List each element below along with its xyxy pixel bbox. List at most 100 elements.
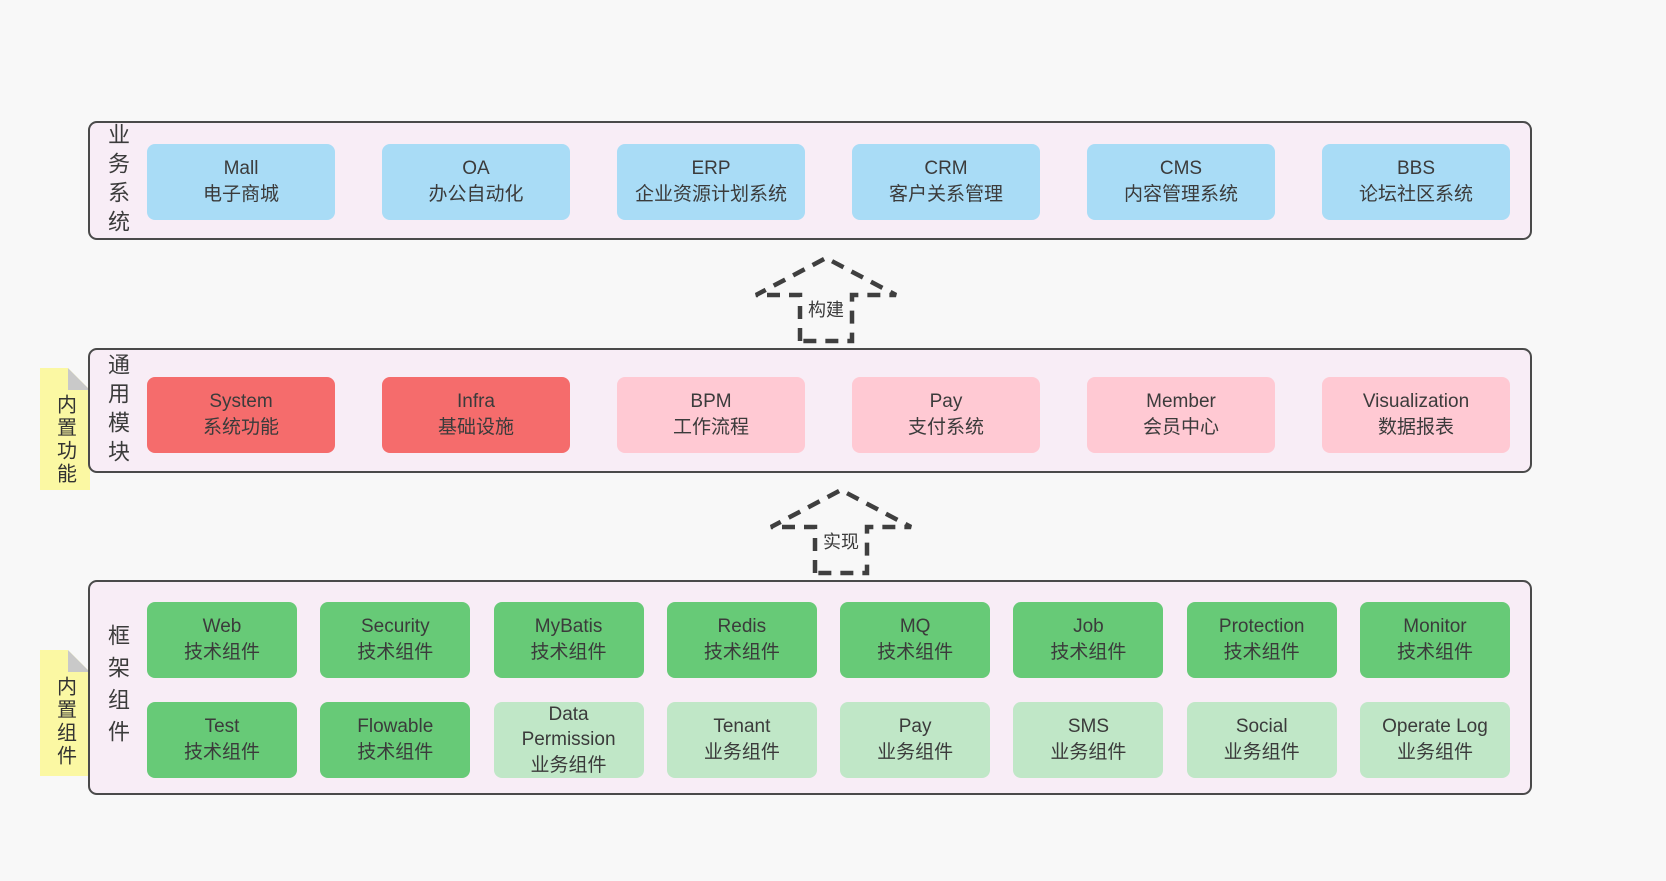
arrow-build: 构建 xyxy=(753,255,899,345)
card-data-permission: Data Permission 业务组件 xyxy=(493,702,644,778)
card-subtitle: 业务组件 xyxy=(877,742,954,763)
card-subtitle: 会员中心 xyxy=(1142,417,1219,438)
card-subtitle: 工作流程 xyxy=(672,417,749,438)
card-mq: MQ 技术组件 xyxy=(840,602,991,678)
card-pay-component: Pay 业务组件 xyxy=(840,702,991,778)
card-title: BPM xyxy=(690,391,732,413)
card-subtitle: 技术组件 xyxy=(1223,642,1300,663)
framework-components-row-1: Web 技术组件 Security 技术组件 MyBatis 技术组件 Redi… xyxy=(147,602,1510,678)
card-title: BBS xyxy=(1396,158,1436,180)
card-subtitle: 数据报表 xyxy=(1377,417,1454,438)
card-title: Monitor xyxy=(1403,616,1467,638)
card-bpm: BPM 工作流程 xyxy=(617,377,805,453)
card-title: CRM xyxy=(924,158,968,180)
card-infra: Infra 基础设施 xyxy=(382,377,570,453)
panel-common-modules: 通用模块 System 系统功能 Infra 基础设施 BPM 工作流程 Pay… xyxy=(88,348,1532,473)
card-subtitle: 技术组件 xyxy=(357,642,434,663)
card-oa: OA 办公自动化 xyxy=(382,144,570,220)
card-title: Member xyxy=(1146,391,1216,413)
business-systems-row: Mall 电子商城 OA 办公自动化 ERP 企业资源计划系统 CRM 客户关系… xyxy=(147,144,1510,220)
panel-business-systems: 业务系统 Mall 电子商城 OA 办公自动化 ERP 企业资源计划系统 CRM… xyxy=(88,121,1532,240)
card-subtitle: 业务组件 xyxy=(703,742,780,763)
card-subtitle: 支付系统 xyxy=(907,417,984,438)
card-title: Redis xyxy=(717,616,767,638)
panel-label-business-systems: 业务系统 xyxy=(105,122,130,239)
card-title: System xyxy=(209,391,273,413)
card-title: Operate Log xyxy=(1382,716,1488,738)
card-subtitle: 技术组件 xyxy=(703,642,780,663)
card-title: Job xyxy=(1073,616,1104,638)
card-system: System 系统功能 xyxy=(147,377,335,453)
card-subtitle: 内容管理系统 xyxy=(1123,184,1238,205)
card-visualization: Visualization 数据报表 xyxy=(1322,377,1510,453)
card-title: Infra xyxy=(456,391,496,413)
sticky-fold-corner xyxy=(68,368,90,390)
common-modules-row: System 系统功能 Infra 基础设施 BPM 工作流程 Pay 支付系统… xyxy=(147,377,1510,453)
framework-components-row-2: Test 技术组件 Flowable 技术组件 Data Permission … xyxy=(147,702,1510,778)
card-title: Pay xyxy=(929,391,963,413)
card-mall: Mall 电子商城 xyxy=(147,144,335,220)
card-subtitle: 业务组件 xyxy=(1050,742,1127,763)
card-title: ERP xyxy=(691,158,731,180)
sticky-note-label: 内置功能 xyxy=(53,394,76,486)
sticky-fold-corner xyxy=(68,650,90,672)
card-crm: CRM 客户关系管理 xyxy=(852,144,1040,220)
card-flowable: Flowable 技术组件 xyxy=(320,702,471,778)
card-cms: CMS 内容管理系统 xyxy=(1087,144,1275,220)
card-title: Security xyxy=(360,616,430,638)
card-sms: SMS 业务组件 xyxy=(1013,702,1164,778)
card-social: Social 业务组件 xyxy=(1186,702,1337,778)
arrow-implement: 实现 xyxy=(768,487,914,577)
card-subtitle: 论坛社区系统 xyxy=(1358,184,1473,205)
card-subtitle: 技术组件 xyxy=(530,642,607,663)
card-monitor: Monitor 技术组件 xyxy=(1359,602,1510,678)
card-title: MyBatis xyxy=(534,616,603,638)
card-member: Member 会员中心 xyxy=(1087,377,1275,453)
card-title: Tenant xyxy=(713,716,771,738)
panel-label-framework-components: 框架组件 xyxy=(105,623,130,752)
card-security: Security 技术组件 xyxy=(320,602,471,678)
card-subtitle: 技术组件 xyxy=(877,642,954,663)
card-title: Web xyxy=(202,616,242,638)
up-arrow-dashed-icon xyxy=(769,487,913,576)
arrow-build-label: 构建 xyxy=(805,295,847,323)
card-subtitle: 技术组件 xyxy=(183,642,260,663)
card-title: Data Permission xyxy=(521,703,616,751)
card-title: MQ xyxy=(899,616,931,638)
card-subtitle: 技术组件 xyxy=(1396,642,1473,663)
card-redis: Redis 技术组件 xyxy=(666,602,817,678)
card-subtitle: 客户关系管理 xyxy=(888,184,1003,205)
card-subtitle: 技术组件 xyxy=(357,742,434,763)
card-web: Web 技术组件 xyxy=(147,602,297,678)
arrow-implement-label: 实现 xyxy=(820,527,862,555)
card-tenant: Tenant 业务组件 xyxy=(666,702,817,778)
panel-framework-components: 框架组件 Web 技术组件 Security 技术组件 MyBatis 技术组件… xyxy=(88,580,1532,795)
card-title: SMS xyxy=(1067,716,1109,738)
card-mybatis: MyBatis 技术组件 xyxy=(493,602,644,678)
card-title: Social xyxy=(1235,716,1288,738)
card-subtitle: 基础设施 xyxy=(437,417,514,438)
card-subtitle: 业务组件 xyxy=(1223,742,1300,763)
card-title: Protection xyxy=(1218,616,1305,638)
sticky-note-label: 内置组件 xyxy=(53,676,76,768)
card-subtitle: 业务组件 xyxy=(1396,742,1473,763)
card-subtitle: 技术组件 xyxy=(183,742,260,763)
card-title: OA xyxy=(462,158,490,180)
card-subtitle: 电子商城 xyxy=(202,184,279,205)
card-title: CMS xyxy=(1159,158,1203,180)
card-subtitle: 系统功能 xyxy=(202,417,279,438)
card-subtitle: 办公自动化 xyxy=(428,184,524,205)
card-title: Flowable xyxy=(357,716,434,738)
card-test: Test 技术组件 xyxy=(147,702,297,778)
card-pay-module: Pay 支付系统 xyxy=(852,377,1040,453)
card-subtitle: 业务组件 xyxy=(530,754,607,776)
card-title: Test xyxy=(204,716,240,738)
card-subtitle: 企业资源计划系统 xyxy=(634,184,787,205)
sticky-note-built-in-components: 内置组件 xyxy=(40,650,90,776)
card-job: Job 技术组件 xyxy=(1013,602,1164,678)
sticky-note-built-in-features: 内置功能 xyxy=(40,368,90,490)
card-title: Pay xyxy=(898,716,932,738)
card-title: Visualization xyxy=(1362,391,1470,413)
up-arrow-dashed-icon xyxy=(754,255,898,344)
card-protection: Protection 技术组件 xyxy=(1186,602,1337,678)
